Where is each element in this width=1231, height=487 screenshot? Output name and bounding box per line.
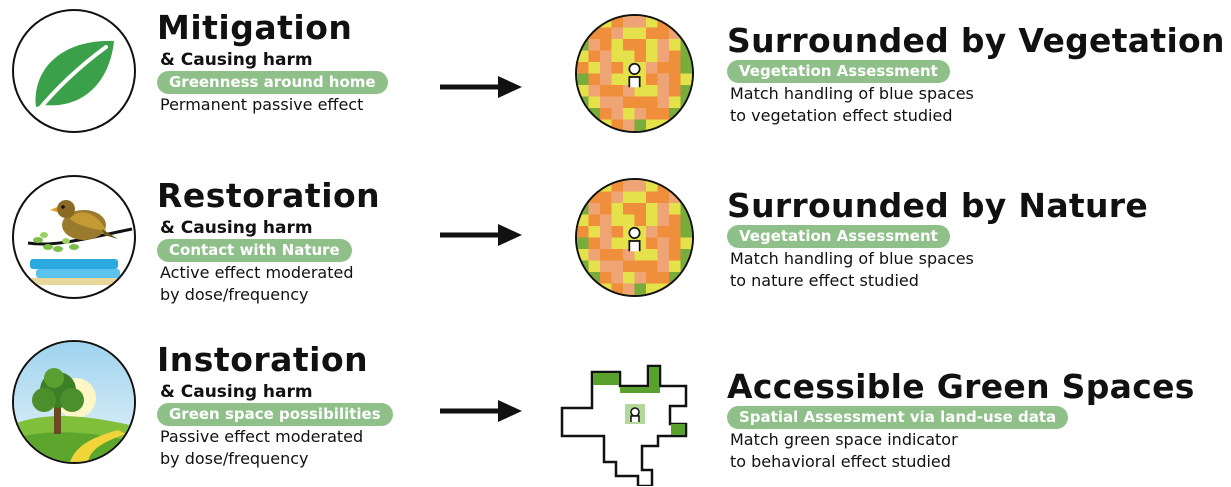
right-text-block: Surrounded by Vegetation Vegetation Asse… [727,22,1225,127]
left-text-block: Instoration & Causing harm Green space p… [157,340,393,470]
row-description-line: by dose/frequency [160,285,309,304]
assessment-description-line: Match handling of blue spaces [730,249,974,268]
row-mitigation: Mitigation & Causing harm Greenness arou… [0,0,1231,150]
right-text-block: Accessible Green Spaces Spatial Assessme… [727,368,1195,473]
person-marker-icon [628,62,641,88]
assessment-description-line: Match green space indicator [730,430,958,449]
row-subtitle: & Causing harm [160,50,313,70]
row-title: Restoration [157,176,381,215]
arrow-right-icon [440,224,522,246]
bird-on-branch-icon [12,175,136,299]
row-subtitle: & Causing harm [160,382,313,402]
assessment-pill: Vegetation Assessment [727,60,950,83]
leaf-icon [12,9,136,133]
left-text-block: Restoration & Causing harm Contact with … [157,176,380,306]
row-description-line: Passive effect moderated [160,427,364,446]
assessment-title: Surrounded by Nature [727,186,1149,225]
mechanism-pill: Contact with Nature [157,239,352,262]
row-description-line: by dose/frequency [160,449,309,468]
row-description-line: Permanent passive effect [160,95,364,114]
assessment-pill: Vegetation Assessment [727,225,950,248]
assessment-pill: Spatial Assessment via land-use data [727,406,1069,429]
mechanism-pill: Green space possibilities [157,403,393,426]
assessment-title: Accessible Green Spaces [727,367,1195,406]
row-subtitle: & Causing harm [160,218,313,238]
row-description-line: Active effect moderated [160,263,354,282]
tree-landscape-icon [12,340,136,464]
arrow-right-icon [440,400,522,422]
mechanism-pill: Greenness around home [157,71,388,94]
assessment-title: Surrounded by Vegetation [727,21,1225,60]
right-text-block: Surrounded by Nature Vegetation Assessme… [727,187,1148,292]
assessment-description-line: to nature effect studied [730,271,919,290]
assessment-description-line: to vegetation effect studied [730,106,953,125]
row-instoration: Instoration & Causing harm Green space p… [0,330,1231,486]
arrow-right-icon [440,76,522,98]
assessment-description-line: to behavioral effect studied [730,452,951,471]
assessment-description-line: Match handling of blue spaces [730,84,974,103]
row-restoration: Restoration & Causing harm Contact with … [0,165,1231,315]
row-title: Mitigation [157,8,353,47]
vegetation-grid-map-icon [575,14,694,133]
land-use-map-icon [558,364,708,486]
left-text-block: Mitigation & Causing harm Greenness arou… [157,8,388,116]
row-title: Instoration [157,340,369,379]
vegetation-grid-map-icon [575,178,694,297]
person-marker-icon [628,226,641,252]
